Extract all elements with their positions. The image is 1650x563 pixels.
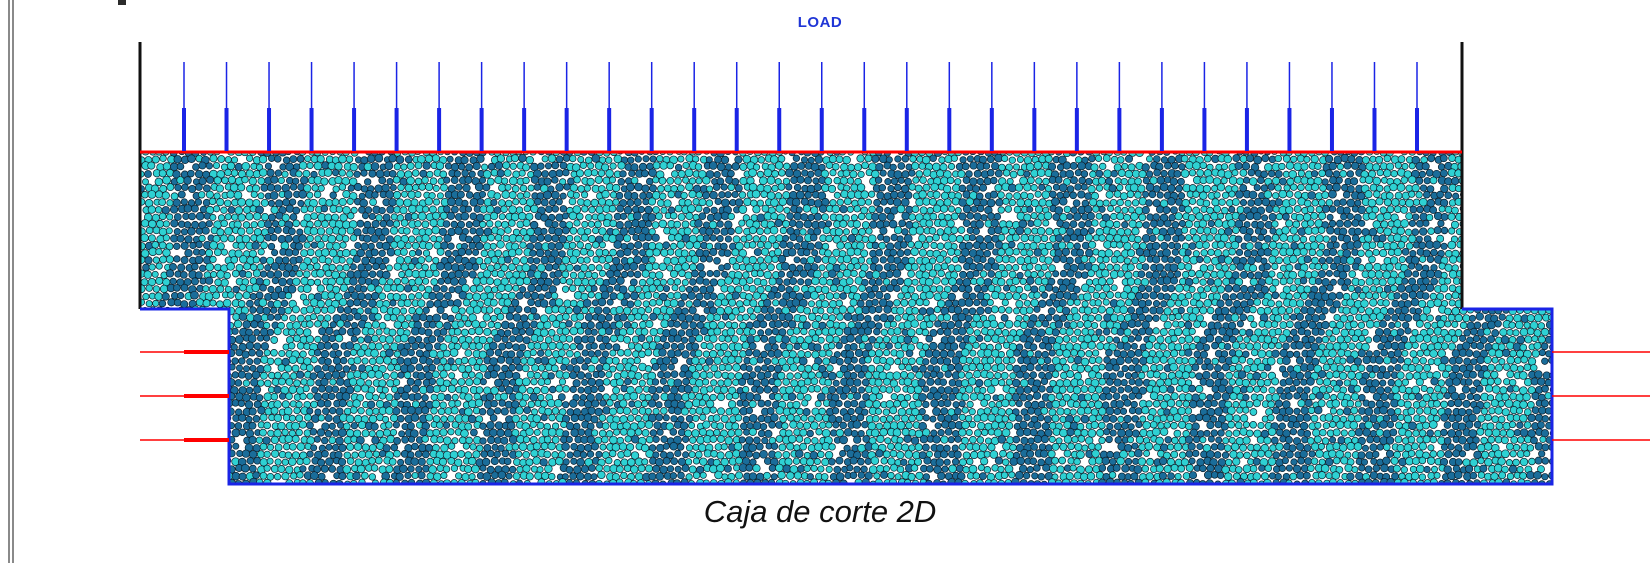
granular-sample [140,152,1552,484]
lower-box-outline [140,307,1554,486]
figure-caption: Caja de corte 2D [703,494,937,529]
cropped-mark [118,0,126,5]
load-arrows [182,62,1419,151]
page-left-border-inner [12,0,14,563]
page-left-border [8,0,10,563]
shear-arrows [140,350,1650,442]
load-label: LOAD [797,14,843,31]
